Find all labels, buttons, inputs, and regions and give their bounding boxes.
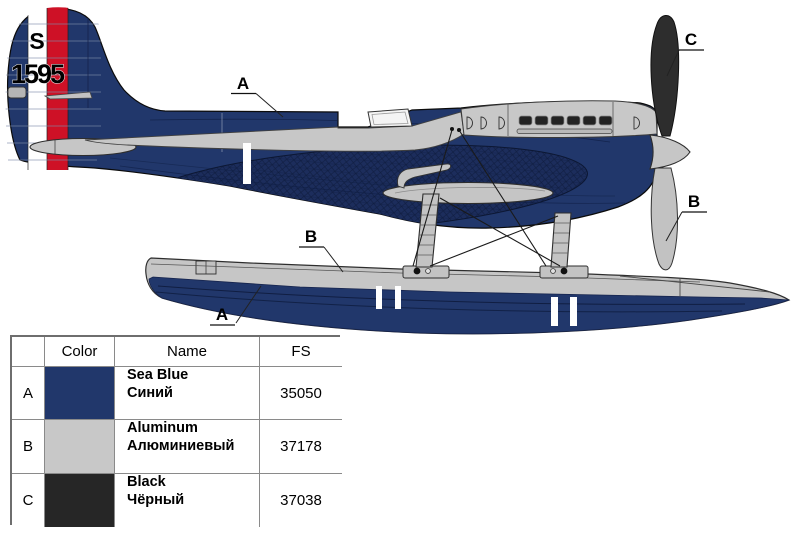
windscreen — [367, 108, 413, 128]
fin-markings — [5, 7, 101, 170]
cowl-vent-2 — [480, 116, 487, 130]
float — [145, 257, 791, 335]
strut-bolt-rear-light — [550, 268, 556, 274]
strut-bolt-front-light — [425, 268, 431, 274]
table-row-c-name: Black Чёрный — [115, 474, 260, 527]
color-name-ru: Чёрный — [127, 491, 185, 508]
table-row-a-letter: A — [12, 367, 45, 420]
color-name-en: Aluminum — [127, 420, 198, 436]
rudder-horn — [7, 86, 27, 99]
elevator-balance — [43, 91, 93, 100]
cowl-vent-1 — [466, 116, 473, 130]
bracing-wires — [412, 129, 561, 267]
strut-segment-lines — [417, 204, 570, 256]
table-row-c-swatch — [45, 474, 115, 527]
fin-red-stripe — [47, 7, 68, 170]
float-struts — [402, 193, 589, 279]
engine-cowling — [460, 100, 658, 139]
callout-c-prop: C — [685, 30, 697, 49]
float-hull-bottom-blue — [148, 276, 790, 335]
table-row-a-fs: 35050 — [260, 367, 342, 420]
propeller-spinner — [649, 134, 691, 170]
cowl-louvre-slot — [516, 128, 613, 134]
cowl-vent-3 — [498, 116, 505, 130]
wire-anchor-1 — [450, 127, 454, 131]
float-white-stripe-3 — [551, 297, 558, 326]
underwing-radiator — [382, 181, 554, 205]
callout-labels: A C B B A — [210, 30, 707, 326]
table-header-letter — [12, 337, 45, 367]
windscreen-frame-inner — [371, 111, 409, 125]
callout-b-prop: B — [688, 192, 700, 211]
color-swatch-sea-blue — [45, 367, 114, 419]
table-header-color: Color — [45, 337, 115, 367]
fin-serial: 1595 — [11, 59, 65, 89]
rear-strut — [550, 212, 572, 268]
color-name-ru: Синий — [127, 384, 173, 401]
float-white-stripe-2 — [395, 286, 401, 309]
callout-b-float: B — [305, 227, 317, 246]
propeller-blade-lower-aluminum — [650, 167, 678, 271]
float-chine-line — [157, 285, 746, 305]
float-deck-edge — [150, 263, 701, 283]
wing-white-stripe — [243, 143, 251, 184]
cowl-vent-4 — [633, 116, 640, 130]
color-swatch-black — [45, 474, 114, 527]
table-row-c-fs: 37038 — [260, 474, 342, 527]
table-header-fs: FS — [260, 337, 342, 367]
color-name-ru: Алюминиевый — [127, 437, 235, 454]
table-row-b-name: Aluminum Алюминиевый — [115, 420, 260, 474]
table-row-c-letter: C — [12, 474, 45, 527]
strut-bolt-rear-dark — [560, 267, 568, 275]
table-row-b-fs: 37178 — [260, 420, 342, 474]
propeller — [649, 15, 691, 271]
table-row-a-name: Sea Blue Синий — [115, 367, 260, 420]
radiator-shading-line — [394, 187, 546, 194]
float-white-stripe-4 — [570, 297, 577, 326]
float-chine-line2 — [155, 291, 723, 313]
color-legend-table: Color Name FS A Sea Blue Синий 35050 B A… — [10, 335, 342, 527]
table-row-b-letter: B — [12, 420, 45, 474]
intake-scoop — [397, 163, 452, 189]
table-header-name: Name — [115, 337, 260, 367]
propeller-blade-upper-black — [650, 15, 680, 137]
callout-a-float: A — [216, 305, 228, 324]
color-swatch-aluminum — [45, 420, 114, 473]
fuselage-side-panel — [84, 111, 465, 152]
exhaust-stacks — [518, 115, 613, 126]
color-name-en: Sea Blue — [127, 367, 189, 383]
table-row-a-swatch — [45, 367, 115, 420]
strut-bolt-front-dark — [413, 267, 421, 275]
callout-a-top: A — [237, 74, 249, 93]
fin-white-stripe — [28, 7, 47, 170]
table-row-b-swatch — [45, 420, 115, 474]
fin-code: S — [29, 28, 44, 54]
color-name-en: Black — [127, 474, 166, 490]
float-white-stripe-1 — [376, 286, 382, 309]
